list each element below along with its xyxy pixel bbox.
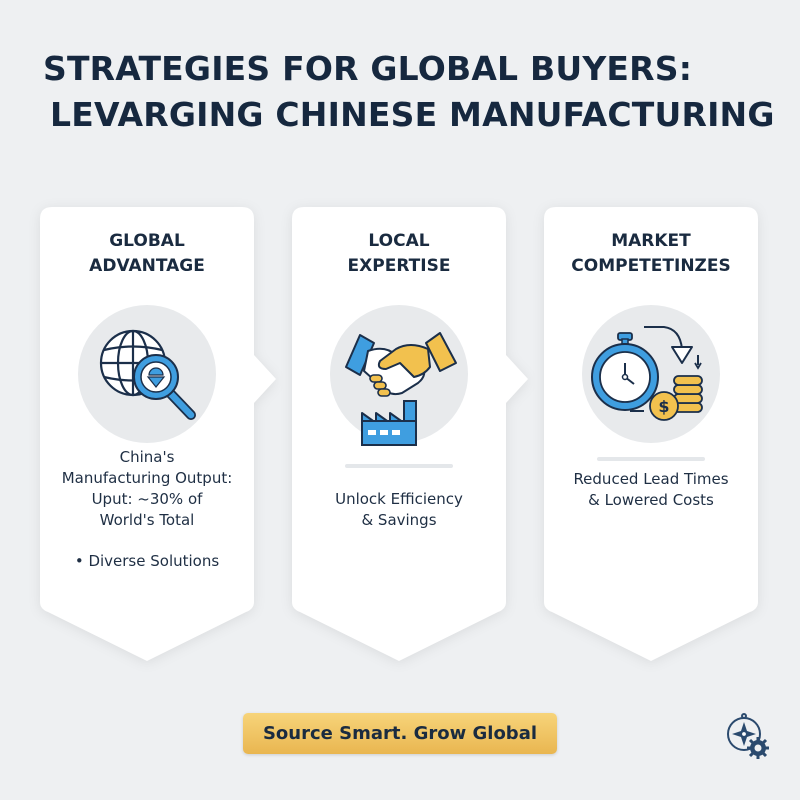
page-title: STRATEGIES FOR GLOBAL BUYERS: LEVARGING … [0,46,800,138]
card-local-expertise: LOCAL EXPERTISE [292,207,528,662]
card-body-text: China's Manufacturing Output: Uput: ~30%… [61,448,233,529]
card-body-text: Unlock Efficiency & Savings [335,490,463,529]
card-body-text: Reduced Lead Times & Lowered Costs [573,470,729,509]
svg-text:$: $ [658,397,669,416]
card-title: MARKET COMPETETINZES [571,231,731,276]
divider [597,457,705,461]
compass-gear-icon [727,713,769,759]
title-line-2: LEVARGING CHINESE MANUFACTURING [50,95,775,134]
icon-circle [78,305,216,443]
globe-magnifier-icon [99,329,196,420]
card-global-advantage: GLOBAL ADVANTAGE [40,207,276,662]
divider [345,464,453,468]
card-market-competetinzes: MARKET COMPETETINZES [544,207,758,662]
icon-circle [330,305,468,446]
cta-banner[interactable]: Source Smart. Grow Global [243,713,557,754]
title-line-1: STRATEGIES FOR GLOBAL BUYERS: [43,49,693,88]
card-title: LOCAL EXPERTISE [347,231,451,276]
card-title: GLOBAL ADVANTAGE [89,231,205,276]
icon-circle: $ [582,305,720,443]
bullet-item: • Diverse Solutions [74,552,220,570]
handshake-factory-icon [345,332,457,446]
stopwatch-coins-icon: $ [591,326,703,421]
